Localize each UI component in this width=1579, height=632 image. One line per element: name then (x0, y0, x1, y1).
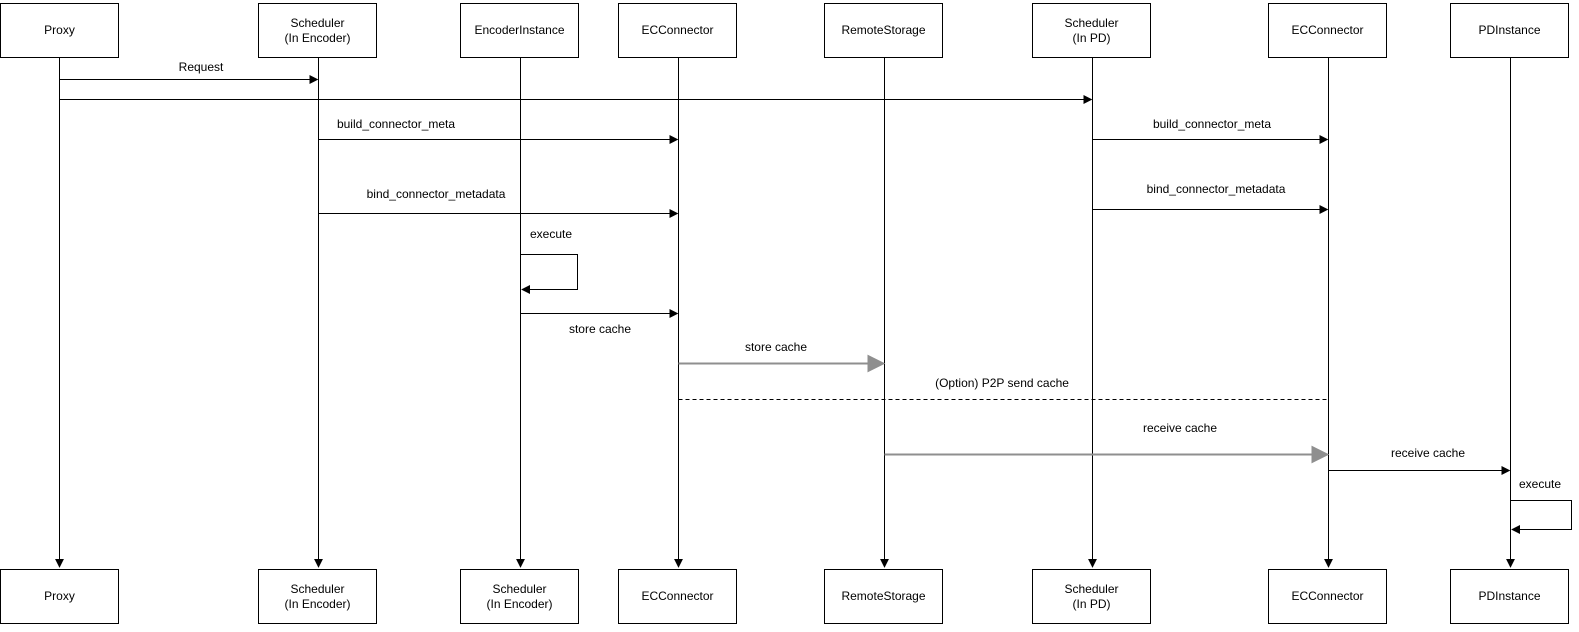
self-loop-execute-encoder (520, 254, 578, 294)
actor-top-scheduler-in-encoder: Scheduler (In Encoder) (258, 3, 377, 58)
actor-top-ec-connector: ECConnector (618, 3, 737, 58)
message-label-build-connector-meta-right: build_connector_meta (1150, 117, 1274, 131)
message-label-execute-pd: execute (1516, 477, 1564, 491)
actor-top-scheduler-in-pd: Scheduler (In PD) (1032, 3, 1151, 58)
actor-bottom-encoder-instance: Scheduler (In Encoder) (460, 569, 579, 624)
actor-bottom-proxy: Proxy (0, 569, 119, 624)
actor-bottom-pd-instance: PDInstance (1450, 569, 1569, 624)
message-label-execute-encoder: execute (527, 227, 575, 241)
message-label-store-cache-to-remote: store cache (742, 340, 810, 354)
message-label-receive-cache-to-pd: receive cache (1388, 446, 1468, 460)
actor-bottom-scheduler-in-pd: Scheduler (In PD) (1032, 569, 1151, 624)
message-label-receive-cache-to-ec2: receive cache (1140, 421, 1220, 435)
message-label-build-connector-meta-left: build_connector_meta (334, 117, 458, 131)
message-label-request: Request (176, 60, 226, 74)
actor-top-ec-connector-2: ECConnector (1268, 3, 1387, 58)
actor-bottom-ec-connector: ECConnector (618, 569, 737, 624)
actor-bottom-remote-storage: RemoteStorage (824, 569, 943, 624)
message-label-p2p-send-cache: (Option) P2P send cache (933, 376, 1071, 390)
actor-top-pd-instance: PDInstance (1450, 3, 1569, 58)
message-label-store-cache-to-ec: store cache (566, 322, 634, 336)
self-loop-execute-pd (1510, 500, 1572, 534)
actor-top-remote-storage: RemoteStorage (824, 3, 943, 58)
actor-bottom-ec-connector-2: ECConnector (1268, 569, 1387, 624)
message-label-bind-connector-metadata-right: bind_connector_metadata (1144, 182, 1288, 196)
actor-bottom-scheduler-in-encoder: Scheduler (In Encoder) (258, 569, 377, 624)
actor-top-encoder-instance: EncoderInstance (460, 3, 579, 58)
message-label-bind-connector-metadata-left: bind_connector_metadata (364, 187, 508, 201)
actor-top-proxy: Proxy (0, 3, 119, 58)
